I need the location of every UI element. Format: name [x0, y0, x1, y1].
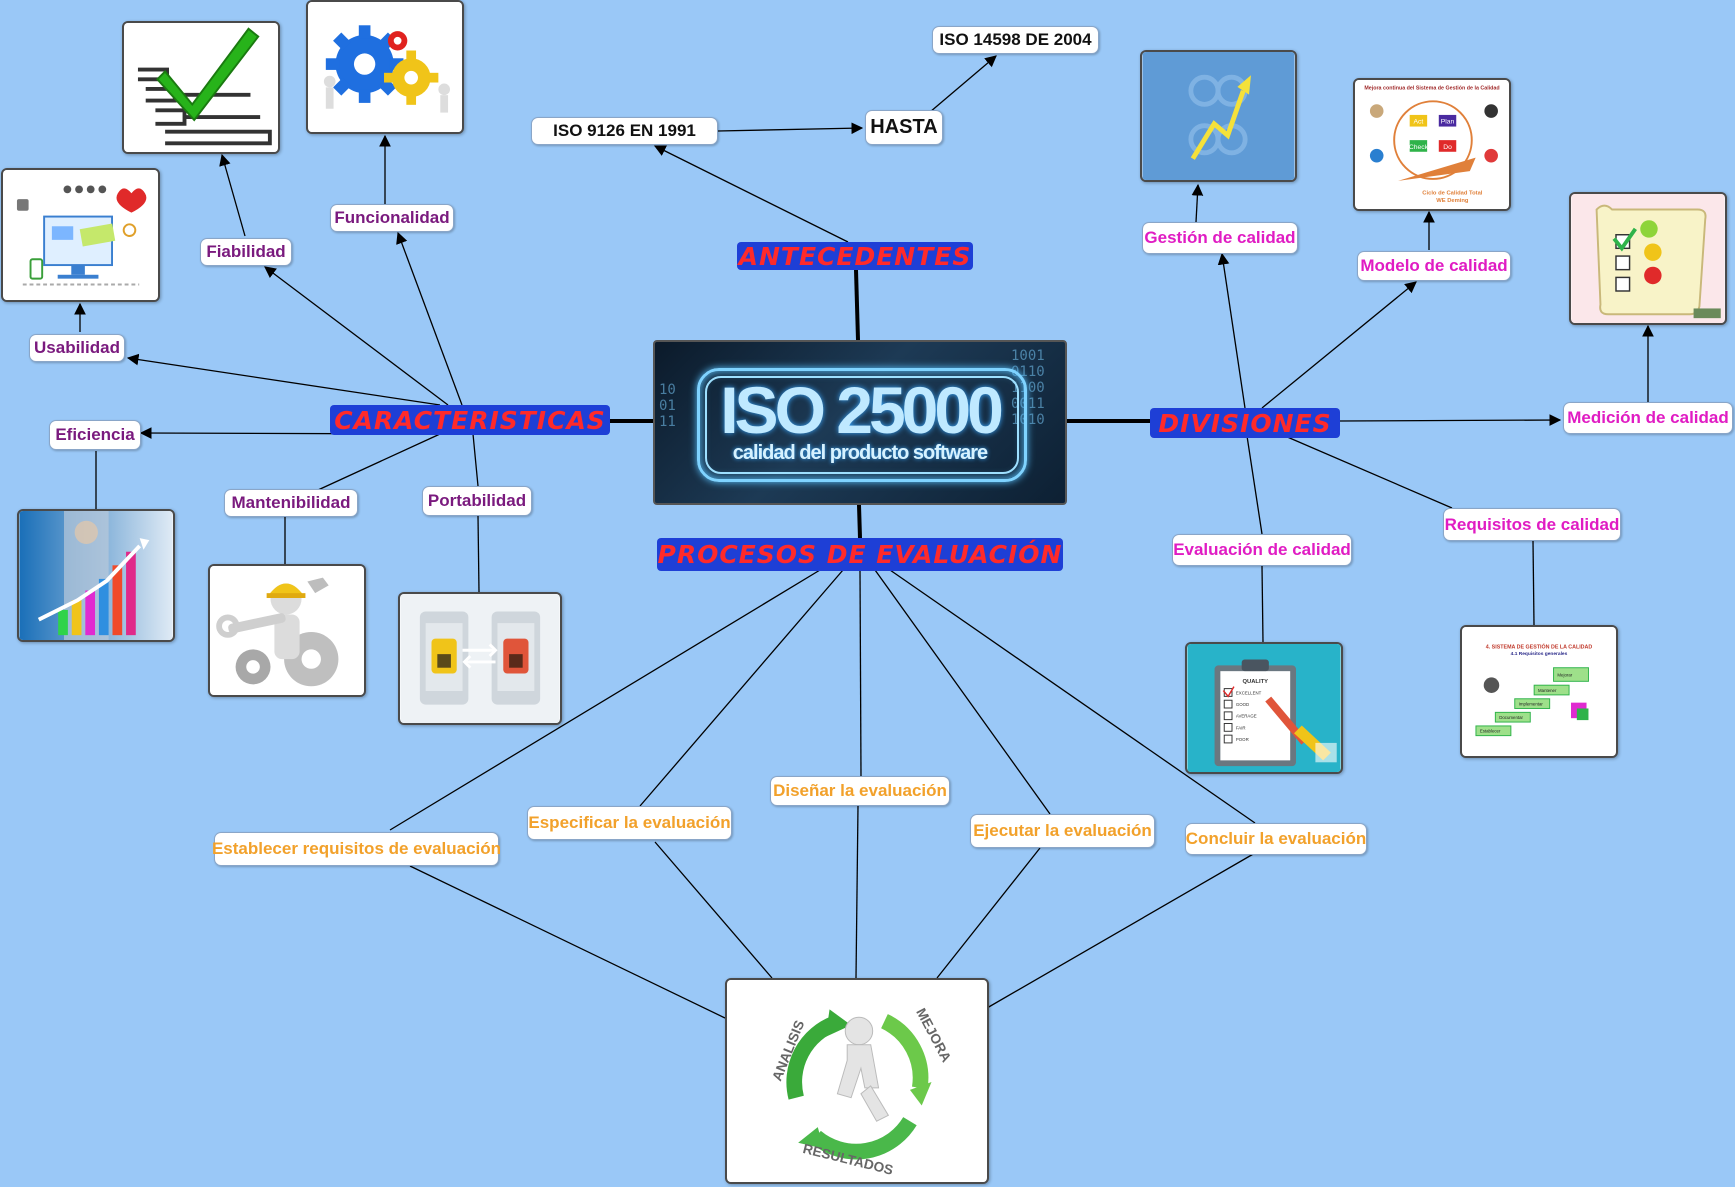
central-title: ISO 25000	[720, 373, 1004, 447]
cycle-arrows-icon: ANALISIS MEJORA RESULTADOS	[727, 980, 987, 1182]
node-evaluacion-calidad[interactable]: Evaluación de calidad	[1172, 534, 1352, 566]
image-quality-form[interactable]: QUALITY EXCELLENT GOOD AVERAGE FAIR POOR	[1185, 642, 1343, 774]
node-portabilidad[interactable]: Portabilidad	[422, 486, 532, 516]
image-usability-devices[interactable]	[1, 168, 160, 302]
node-medicion-calidad[interactable]: Medición de calidad	[1563, 402, 1733, 434]
pdca-plan: Plan	[1441, 119, 1455, 126]
image-mejora-continua-cycle[interactable]: ANALISIS MEJORA RESULTADOS	[725, 978, 989, 1184]
sgc-step-3: Mantener	[1538, 688, 1557, 693]
image-sgc-requisitos[interactable]: 4. SISTEMA DE GESTIÓN DE LA CALIDAD 4.1 …	[1460, 625, 1618, 758]
binary-decoration-left: 10 01 11	[659, 382, 676, 430]
sgc-subtitle: 4.1 Requisitos generales	[1511, 651, 1568, 657]
quality-row-4: POOR	[1236, 737, 1249, 742]
node-usabilidad[interactable]: Usabilidad	[29, 334, 125, 362]
image-efficiency-growth[interactable]	[17, 509, 175, 642]
pdca-cycle-icon: Mejora continua del Sistema de Gestión d…	[1355, 80, 1509, 209]
image-modelo-pdca[interactable]: Mejora continua del Sistema de Gestión d…	[1353, 78, 1511, 211]
node-iso9126[interactable]: ISO 9126 EN 1991	[531, 117, 718, 145]
sgc-step-1: Documentar	[1499, 715, 1523, 720]
image-gestion-calidad[interactable]	[1140, 50, 1297, 182]
node-fiabilidad[interactable]: Fiabilidad	[200, 238, 292, 266]
central-subtitle: calidad del producto software	[732, 442, 988, 464]
node-disenar-evaluacion[interactable]: Diseñar la evaluación	[770, 776, 950, 806]
sgc-steps-icon: 4. SISTEMA DE GESTIÓN DE LA CALIDAD 4.1 …	[1462, 627, 1616, 756]
node-establecer-requisitos[interactable]: Establecer requisitos de evaluación	[212, 832, 501, 866]
branch-caracteristicas[interactable]: CARACTERISTICAS	[330, 405, 610, 435]
devices-icon	[3, 170, 158, 300]
clipboard-icon: QUALITY EXCELLENT GOOD AVERAGE FAIR POOR	[1187, 644, 1341, 772]
pdca-do: Do	[1443, 144, 1452, 151]
neon-frame	[697, 368, 1027, 482]
gears-icon	[308, 2, 462, 132]
image-gears[interactable]	[306, 0, 464, 134]
node-iso14598[interactable]: ISO 14598 DE 2004	[932, 26, 1099, 54]
pdca-act: Act	[1414, 119, 1424, 126]
sgc-title: 4. SISTEMA DE GESTIÓN DE LA CALIDAD	[1486, 642, 1593, 650]
node-mantenibilidad[interactable]: Mantenibilidad	[224, 489, 358, 517]
quality-row-3: FAIR	[1236, 725, 1246, 730]
node-modelo-calidad[interactable]: Modelo de calidad	[1357, 251, 1511, 281]
image-checklist[interactable]	[122, 21, 280, 154]
binary-decoration: 1001 0110 1100 0011 1010	[1011, 348, 1045, 428]
survey-scroll-icon	[1571, 194, 1725, 323]
image-portability-sim[interactable]	[398, 592, 562, 725]
node-hasta[interactable]: HASTA	[865, 110, 943, 145]
central-topic-iso25000[interactable]: 1001 0110 1100 0011 1010 10 01 11 ISO 25…	[653, 340, 1067, 505]
growth-chart-icon	[19, 511, 173, 640]
node-especificar-evaluacion[interactable]: Especificar la evaluación	[527, 806, 732, 840]
sim-transfer-icon	[400, 594, 560, 723]
quality-row-1: GOOD	[1236, 702, 1249, 707]
branch-divisiones[interactable]: DIVISIONES	[1150, 408, 1340, 438]
pdca-footer: Ciclo de Calidad Total	[1422, 190, 1483, 196]
node-concluir-evaluacion[interactable]: Concluir la evaluación	[1185, 823, 1367, 855]
quality-row-0: EXCELLENT	[1236, 690, 1262, 695]
node-gestion-calidad[interactable]: Gestión de calidad	[1142, 222, 1298, 254]
pdca-footer2: WE Deming	[1436, 198, 1469, 204]
quality-form-title: QUALITY	[1243, 679, 1269, 685]
sgc-step-2: Implementar	[1519, 702, 1544, 707]
image-medicion-checklist[interactable]	[1569, 192, 1727, 325]
branch-antecedentes[interactable]: ANTECEDENTES	[737, 241, 973, 271]
branch-procesos-evaluacion[interactable]: PROCESOS DE EVALUACIÓN	[657, 538, 1063, 571]
sgc-step-4: Mejorar	[1557, 672, 1572, 677]
pdca-title: Mejora continua del Sistema de Gestión d…	[1364, 86, 1499, 92]
pdca-check: Check	[1409, 144, 1429, 151]
checkmark-icon	[124, 23, 278, 152]
wrench-worker-icon	[210, 566, 364, 695]
quality-row-2: AVERAGE	[1236, 714, 1257, 719]
neon-frame-inner	[705, 376, 1019, 474]
node-funcionalidad[interactable]: Funcionalidad	[330, 204, 454, 232]
image-maintenance-worker[interactable]	[208, 564, 366, 697]
node-eficiencia[interactable]: Eficiencia	[49, 420, 141, 450]
sgc-step-0: Establecer	[1480, 729, 1501, 734]
node-ejecutar-evaluacion[interactable]: Ejecutar la evaluación	[970, 814, 1155, 848]
node-requisitos-calidad[interactable]: Requisitos de calidad	[1443, 508, 1621, 541]
quality-growth-icon	[1142, 52, 1295, 180]
